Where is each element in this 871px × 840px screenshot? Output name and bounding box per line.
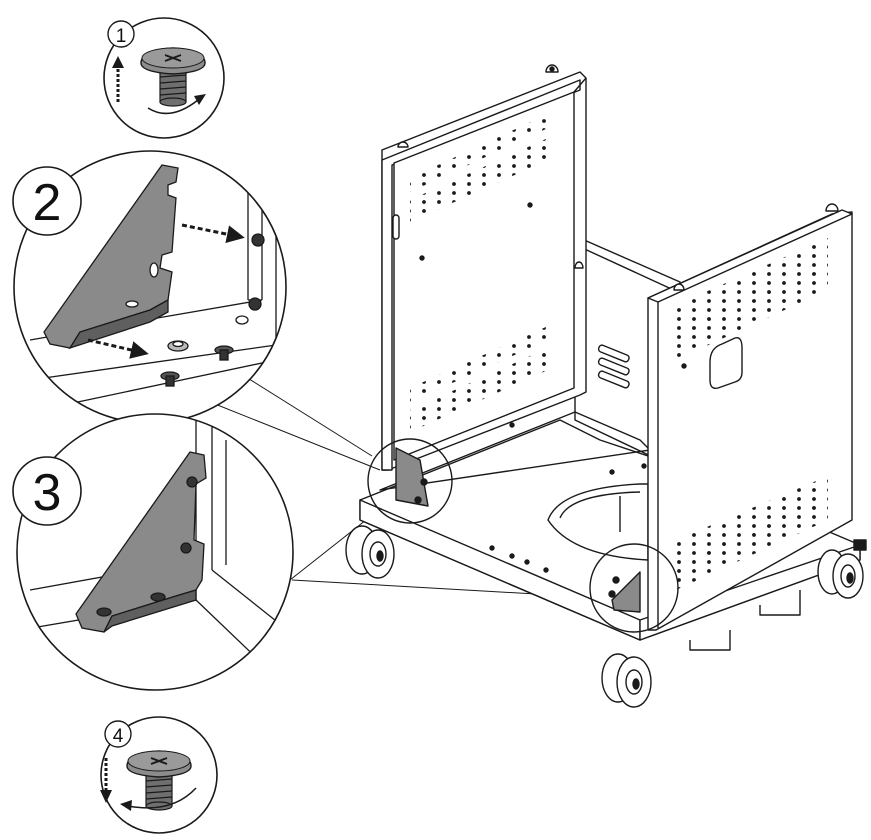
step-3-badge	[12, 456, 82, 526]
wheel-front-left	[345, 525, 395, 579]
step-1-number: 1	[116, 26, 127, 47]
detail-circle-left	[367, 438, 453, 524]
step-3-detail: 3	[12, 413, 294, 691]
step-2-badge	[12, 166, 82, 236]
step-1-badge	[107, 20, 135, 48]
arrow-up-icon	[112, 56, 124, 102]
rotate-clockwise-icon	[120, 787, 197, 811]
step-1-detail: 1	[103, 17, 225, 139]
step-4-badge	[104, 720, 132, 748]
corner-bracket-left	[395, 447, 429, 507]
step-4-number: 4	[113, 726, 124, 747]
wheel-front-right	[601, 653, 652, 708]
step-4-detail: 4	[100, 716, 218, 834]
step-2-number: 2	[33, 174, 62, 232]
arrow-down-icon	[100, 758, 112, 803]
right-side-panel	[647, 203, 867, 631]
step-2-detail: 2	[12, 150, 287, 424]
detail-circle-right	[589, 543, 679, 633]
screw-icon	[140, 47, 206, 107]
left-side-panel	[381, 64, 587, 471]
screw-icon	[126, 750, 192, 811]
cart-assembly	[345, 64, 867, 708]
corner-bracket-right	[608, 571, 641, 613]
rotate-counterclockwise-icon	[147, 94, 206, 115]
wheel-rear-right	[817, 549, 864, 599]
step-3-number: 3	[33, 464, 62, 522]
